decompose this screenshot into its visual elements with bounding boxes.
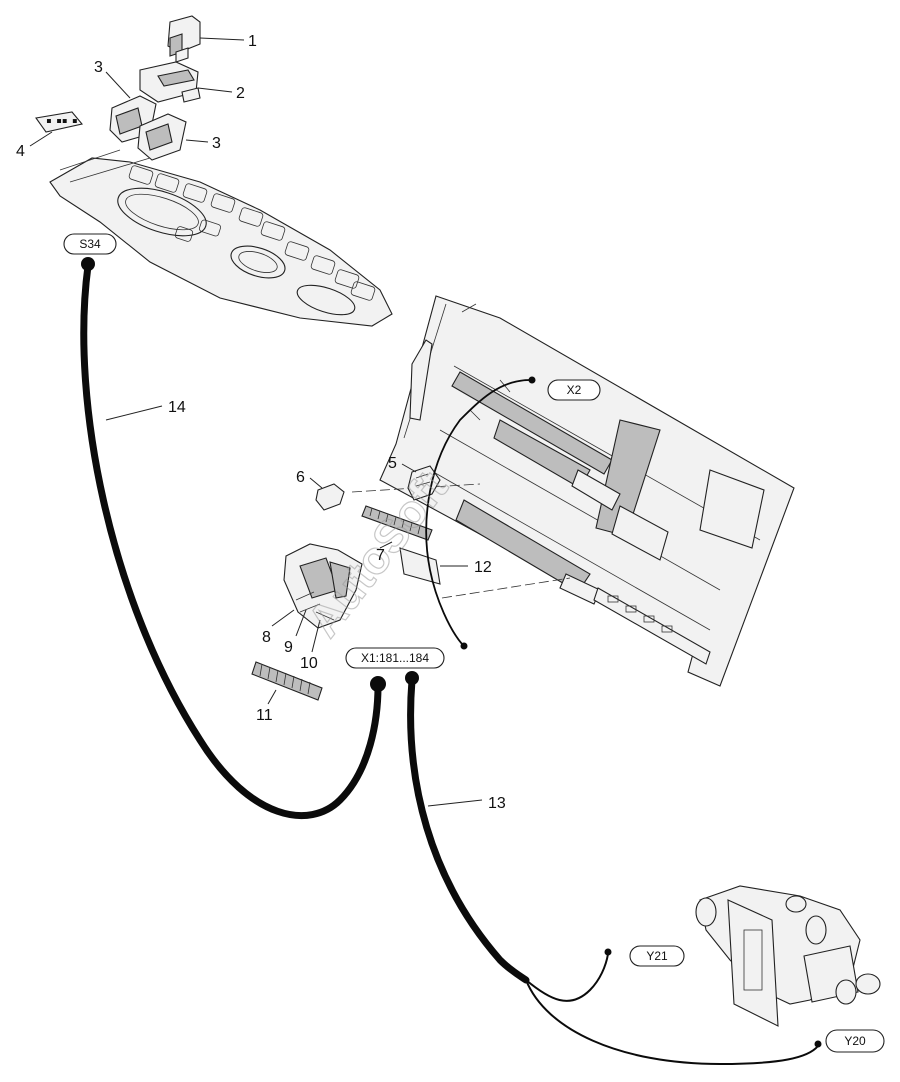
callout-4: 4	[16, 143, 25, 160]
callout-10: 10	[300, 655, 318, 672]
connector-tag-x1: X1:181...184	[345, 647, 445, 669]
callout-6: 6	[296, 469, 305, 486]
connector-tag-x2-label: X2	[567, 383, 582, 397]
callout-13: 13	[488, 795, 506, 812]
part-11-terminal-block	[251, 661, 323, 701]
callout-14: 14	[168, 399, 186, 416]
connector-tag-y20-label: Y20	[844, 1034, 866, 1048]
connector-tag-x2: X2	[547, 379, 601, 401]
connector-tag-y21: Y21	[629, 945, 685, 967]
connector-tag-y21-label: Y21	[646, 949, 668, 963]
connector-tag-y20: Y20	[825, 1029, 885, 1053]
callout-3-right: 3	[212, 135, 221, 152]
callout-11: 11	[256, 707, 273, 724]
cable-13	[405, 671, 822, 1065]
callout-9: 9	[284, 639, 293, 656]
cable-14	[80, 257, 386, 820]
callout-12: 12	[474, 559, 492, 576]
callout-5: 5	[388, 455, 397, 472]
callout-2: 2	[236, 85, 245, 102]
part-4-label-plate: ▪ ▪▪ ▪	[35, 111, 84, 133]
part-3-switch-right	[137, 113, 187, 161]
cable-x2	[425, 376, 536, 650]
callout-labels: 1 2 3 3 4 5 6 7 8 9 10 11 12 13 14	[16, 33, 506, 812]
connector-tag-s34: S34	[63, 233, 117, 255]
callout-7: 7	[376, 547, 385, 564]
connector-tag-x1-label: X1:181...184	[361, 651, 429, 665]
connector-tag-s34-label: S34	[79, 237, 101, 251]
part-2-switch-base	[139, 61, 201, 103]
part-12-relay	[399, 547, 441, 585]
svg-text:▪ ▪▪ ▪: ▪ ▪▪ ▪	[46, 113, 78, 130]
callout-8: 8	[262, 629, 271, 646]
callout-1: 1	[248, 33, 257, 50]
part-5-connector	[407, 465, 441, 501]
instrument-panel	[49, 149, 393, 327]
part-7-terminal-strip	[361, 505, 433, 541]
part-1-knob	[167, 15, 201, 63]
parts-8-9-10-relay-holder	[283, 543, 363, 629]
valve-block	[695, 885, 881, 1027]
part-6-clip	[315, 483, 345, 511]
callout-3-top: 3	[94, 59, 103, 76]
control-unit-housing	[379, 295, 795, 687]
